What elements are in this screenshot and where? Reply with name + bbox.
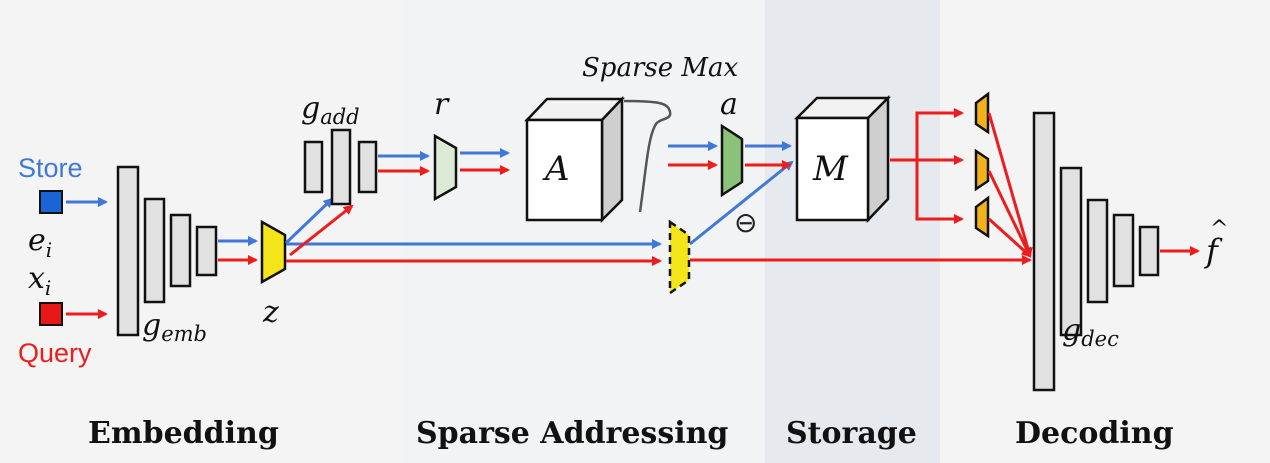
x-label: x bbox=[28, 261, 45, 296]
memory-readout-trapezoids bbox=[974, 91, 990, 239]
svg-text:gdec: gdec bbox=[1062, 313, 1119, 351]
a-label: a bbox=[720, 87, 738, 122]
e-label: e bbox=[28, 223, 46, 258]
g-add-network bbox=[303, 128, 378, 206]
sparse-max-curve bbox=[623, 99, 672, 213]
z-label: z bbox=[262, 295, 279, 330]
m-memory-cube bbox=[793, 94, 892, 224]
svg-text:gemb: gemb bbox=[142, 308, 207, 346]
m-memory-label: M bbox=[812, 149, 849, 189]
g-add-label: g bbox=[301, 91, 320, 126]
section-decoding: Decoding bbox=[1015, 416, 1174, 451]
f-hat-accent: ^ bbox=[1210, 217, 1228, 242]
query-latent-trapezoid bbox=[668, 219, 691, 296]
g-emb-label: g bbox=[142, 308, 161, 343]
g-dec-decoder bbox=[1032, 111, 1160, 392]
sparse-max-label: Sparse Max bbox=[582, 53, 739, 83]
store-label: Store bbox=[18, 153, 83, 183]
section-storage: Storage bbox=[786, 416, 917, 451]
svg-text:a: a bbox=[720, 87, 738, 122]
r-key-trapezoid bbox=[433, 133, 458, 202]
svg-text:r: r bbox=[434, 87, 450, 122]
svg-text:xi: xi bbox=[28, 261, 51, 300]
svg-text:ei: ei bbox=[28, 223, 52, 262]
store-input-square bbox=[39, 190, 63, 214]
a-matrix-cube bbox=[524, 95, 625, 224]
section-sparse-addressing: Sparse Addressing bbox=[416, 416, 728, 451]
minus-operator: ⊖ bbox=[734, 207, 757, 238]
g-emb-encoder bbox=[116, 165, 218, 337]
a-matrix-label: A bbox=[542, 149, 570, 189]
memory-readout-lines bbox=[890, 108, 964, 224]
query-label: Query bbox=[18, 338, 92, 368]
section-embedding: Embedding bbox=[88, 416, 279, 451]
svg-text:z: z bbox=[262, 295, 279, 330]
svg-text:gadd: gadd bbox=[301, 91, 360, 129]
r-label: r bbox=[434, 87, 450, 122]
a-address-trapezoid bbox=[720, 123, 744, 198]
query-input-square bbox=[39, 302, 63, 326]
g-dec-label: g bbox=[1062, 313, 1081, 348]
z-latent-trapezoid bbox=[260, 219, 287, 285]
storage-panel bbox=[765, 0, 940, 463]
